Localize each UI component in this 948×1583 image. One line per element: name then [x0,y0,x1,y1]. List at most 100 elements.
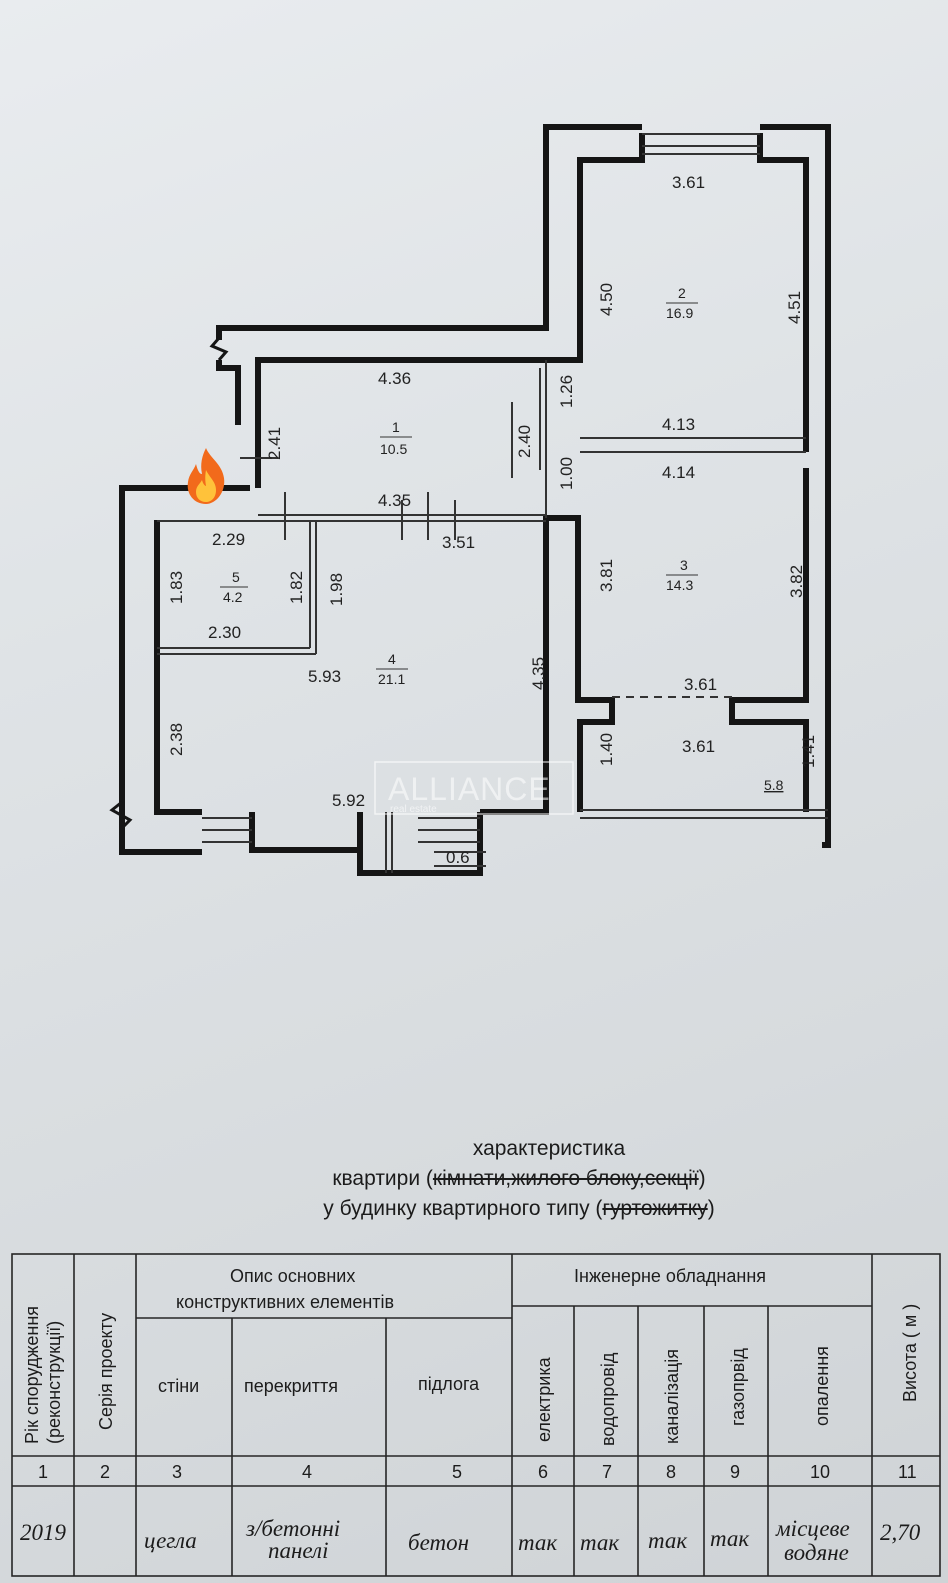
header-year: Рік спорудження [22,1306,42,1444]
heading-line-3: у будинку квартирного типу (гуртожитку) [323,1197,715,1220]
room-5-label: 5 4.2 [220,569,248,605]
cell-sewer: так [648,1528,687,1553]
dim-room4-width: 5.93 [308,667,341,686]
document-heading: характеристика квартири (кімнати,жилого … [0,1134,948,1224]
dim-corridor-upper: 1.26 [557,375,576,408]
header-sewer: каналізація [662,1349,682,1444]
column-number: 7 [602,1462,612,1482]
heading-line-2: квартири (кімнати,жилого блоку,секції) [332,1167,706,1190]
room-1-label: 1 10.5 [380,419,412,457]
characteristics-table: Рік спорудження (реконструкції) Серія пр… [11,1253,941,1577]
dim-room3-top-width: 4.14 [662,463,695,482]
room-area: 14.3 [666,577,693,593]
header-year-sub: (реконструкції) [44,1321,64,1444]
dim-room4-inner-height: 1.98 [327,573,346,606]
room-2-label: 2 16.9 [666,285,698,321]
heading-line-1: характеристика [472,1137,626,1160]
dim-room1-bottom-width: 4.35 [378,491,411,510]
room-number: 4 [388,651,396,667]
floor-plan: 3.61 4.50 4.51 4.36 2.41 2.40 1.26 1.00 … [109,124,831,876]
wall-left-outer [119,485,250,855]
dim-room4-top-width: 3.51 [442,533,475,552]
partitions [157,133,828,873]
table-grid [11,1253,941,1577]
dim-room5-bottom-width: 2.30 [208,623,241,642]
cell-water: так [580,1530,619,1555]
column-number: 6 [538,1462,548,1482]
header-gas: газопрвід [728,1348,748,1426]
header-structure-2: конструктивних елементів [176,1292,394,1312]
cell-floors-2: панелі [268,1538,328,1563]
header-structure-1: Опис основних [230,1266,355,1286]
dim-room5-right-height: 1.82 [287,571,306,604]
dim-room1-top-width: 4.36 [378,369,411,388]
dim-bay-width: 0.6 [446,848,470,867]
cell-walls: цегла [144,1528,197,1553]
room-area: 21.1 [378,671,405,687]
wall-top-bedroom-left [216,124,642,340]
dim-room3-bottom-width: 3.61 [684,675,717,694]
dim-balcony-right-height: 1.41 [799,735,818,768]
dim-room2-bottom-width: 4.13 [662,415,695,434]
dim-room2-right-height: 4.51 [785,291,804,324]
header-water: водопровід [598,1352,618,1446]
header-height: Висота ( м ) [900,1304,920,1402]
heading-struck-text-2: гуртожитку [602,1197,708,1220]
wall-top-bedroom-right [760,124,831,848]
dim-room1-left-height: 2.41 [265,427,284,460]
alliance-watermark: ALLIANCE real estate [374,761,574,815]
wall-bedroom-inner-left [255,133,645,488]
dim-room4-right-height: 4.35 [529,657,548,690]
heading-struck-text: кімнати,жилого блоку,секції [432,1167,699,1190]
fire-icon [187,448,225,504]
cell-height: 2,70 [880,1520,921,1545]
header-series: Серія проекту [96,1313,116,1430]
break-marks [109,337,229,830]
cell-flooring: бетон [408,1530,469,1555]
header-electric: електрика [534,1356,554,1442]
wall-balcony-right [729,468,809,812]
cell-floors-1: з/бетонні [245,1516,340,1541]
column-number: 1 [38,1462,48,1482]
outer-walls [119,124,831,876]
room-number: 1 [392,419,400,435]
column-number: 11 [898,1462,917,1482]
wall-room4-right [480,515,615,815]
wall-room4-inner [154,520,202,815]
column-number: 3 [172,1462,182,1482]
room-4-label: 4 21.1 [376,651,408,687]
dim-room4-left-height: 2.38 [167,723,186,756]
cell-gas: так [710,1526,749,1551]
room-area: 10.5 [380,441,407,457]
header-heating: опалення [812,1346,832,1426]
dim-room3-right-height: 3.82 [787,565,806,598]
room-number: 5 [232,569,240,585]
dim-room4-bottom-width: 5.92 [332,791,365,810]
header-walls: стіни [158,1376,199,1396]
column-number: 10 [810,1462,830,1482]
dim-balcony-left-height: 1.40 [597,733,616,766]
cell-year: 2019 [20,1520,67,1545]
wall-bottom-mid [249,812,363,853]
dim-room5-top-width: 2.29 [212,530,245,549]
balcony-area: 5.8 [764,777,784,793]
column-number: 4 [302,1462,312,1482]
column-number: 5 [452,1462,462,1482]
watermark-brand: ALLIANCE [388,771,551,807]
header-flooring: підлога [418,1374,480,1394]
room-number: 2 [678,285,686,301]
cell-heating-2: водяне [784,1540,849,1565]
dim-room5-left-height: 1.83 [167,571,186,604]
cell-heating-1: місцеве [775,1516,850,1541]
column-number: 8 [666,1462,676,1482]
dim-room1-right-height: 2.40 [515,425,534,458]
dim-room2-left-height: 4.50 [597,283,616,316]
watermark-sub: real estate [390,804,437,815]
room-area: 16.9 [666,305,693,321]
room-area: 4.2 [223,589,243,605]
column-number: 9 [730,1462,740,1482]
header-engineering: Інженерне обладнання [574,1266,766,1286]
dim-corridor-lower: 1.00 [557,457,576,490]
cell-electric: так [518,1530,557,1555]
dim-balcony-width: 3.61 [682,737,715,756]
